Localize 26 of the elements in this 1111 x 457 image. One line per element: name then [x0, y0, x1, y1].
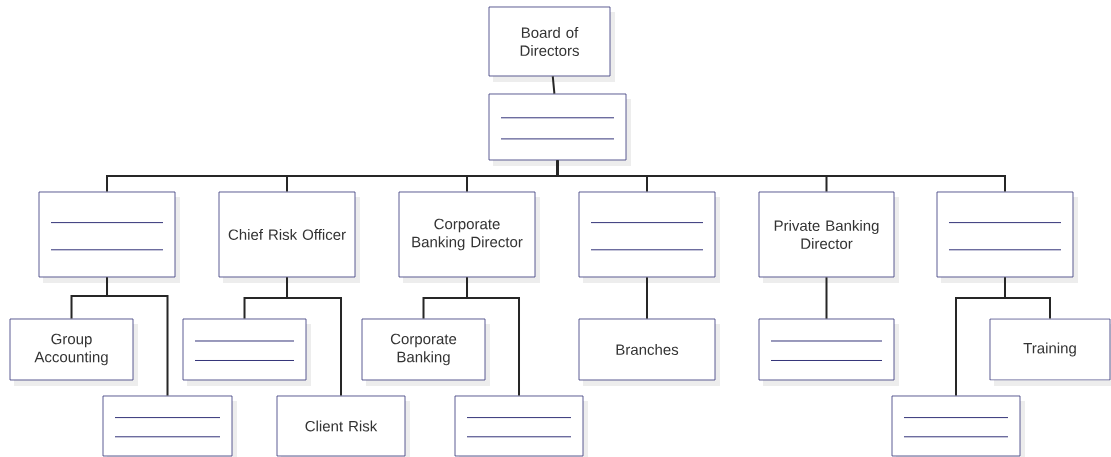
blank-box — [936, 191, 1074, 278]
connector-line — [466, 276, 520, 397]
connector-line — [825, 276, 828, 320]
connector-line — [1004, 276, 1051, 320]
blank-box — [891, 395, 1021, 457]
blank-box — [454, 395, 584, 457]
connector-line — [646, 276, 648, 320]
blank-box — [182, 318, 307, 381]
title-box: Private Banking Director — [758, 191, 895, 278]
blank-box — [102, 395, 233, 457]
connector-line — [286, 276, 342, 397]
title-box: Client Risk — [276, 395, 406, 457]
title-box: Branches — [578, 318, 716, 381]
title-box: Training — [989, 318, 1111, 381]
connector-line — [106, 276, 169, 397]
title-box: Chief Risk Officer — [218, 191, 356, 278]
title-box: Corporate Banking — [361, 318, 486, 381]
blank-box — [758, 318, 895, 381]
connector-line — [556, 159, 1006, 193]
blank-box — [488, 93, 627, 161]
title-box: Group Accounting — [9, 318, 134, 381]
title-box: Board of Directors — [488, 6, 611, 77]
connector-line — [551, 75, 556, 95]
title-box: Corporate Banking Director — [398, 191, 536, 278]
blank-box — [38, 191, 176, 278]
blank-box — [578, 191, 716, 278]
